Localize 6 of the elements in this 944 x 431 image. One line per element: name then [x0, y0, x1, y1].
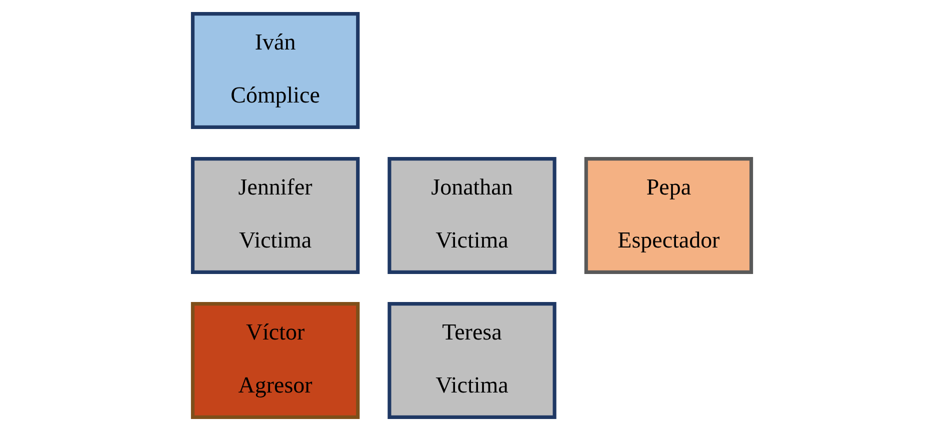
node-box: Víctor Agresor [190, 302, 360, 420]
node-box: Pepa Espectador [584, 157, 754, 274]
node-box: Teresa Victima [388, 302, 556, 420]
node-box: Jennifer Victima [190, 157, 360, 274]
node-box: Iván Cómplice [190, 12, 360, 129]
node-box: Jonathan Victima [388, 157, 556, 274]
